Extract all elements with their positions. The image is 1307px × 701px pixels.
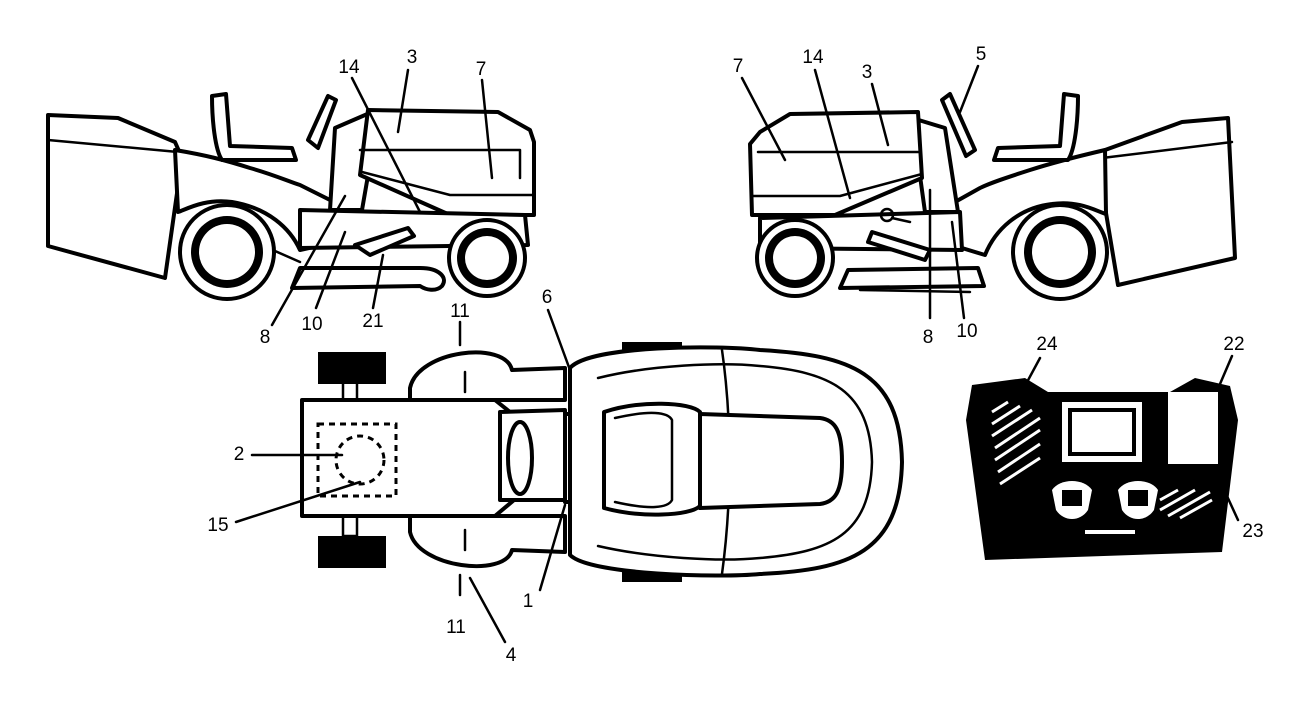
callout-22: 22 <box>1223 334 1244 355</box>
callout-14-left: 14 <box>338 57 360 78</box>
callout-5-right: 5 <box>976 44 987 65</box>
callout-21-left: 21 <box>362 311 383 332</box>
callout-7-right: 7 <box>733 56 744 77</box>
callout-10-right: 10 <box>956 321 977 342</box>
tractor-left-side-view: 3 7 14 8 10 21 <box>46 47 536 348</box>
callout-2: 2 <box>234 444 245 465</box>
callout-7-left: 7 <box>476 59 487 80</box>
tractor-right-side-view: 7 14 3 5 8 10 <box>733 44 1237 348</box>
callout-8-right: 8 <box>923 327 934 348</box>
callout-8-left: 8 <box>260 327 271 348</box>
callout-11-top: 11 <box>450 301 470 322</box>
dash-panel-view: 24 22 23 <box>966 334 1264 560</box>
callout-15: 15 <box>207 515 228 536</box>
decal-24-hatch <box>991 400 1041 486</box>
callout-3-left: 3 <box>407 47 418 68</box>
callout-6: 6 <box>542 287 553 308</box>
callout-4: 4 <box>506 645 517 666</box>
callout-3-right: 3 <box>862 62 873 83</box>
callout-10-left: 10 <box>301 314 322 335</box>
tractor-top-view: 2 15 1 11 11 4 6 <box>207 287 904 666</box>
callout-11-bottom: 11 <box>446 617 466 638</box>
decal-23-hatch <box>1159 488 1213 520</box>
callout-14-right: 14 <box>802 47 824 68</box>
callout-24: 24 <box>1036 334 1058 355</box>
callout-23: 23 <box>1242 521 1263 542</box>
callout-1: 1 <box>523 591 534 612</box>
